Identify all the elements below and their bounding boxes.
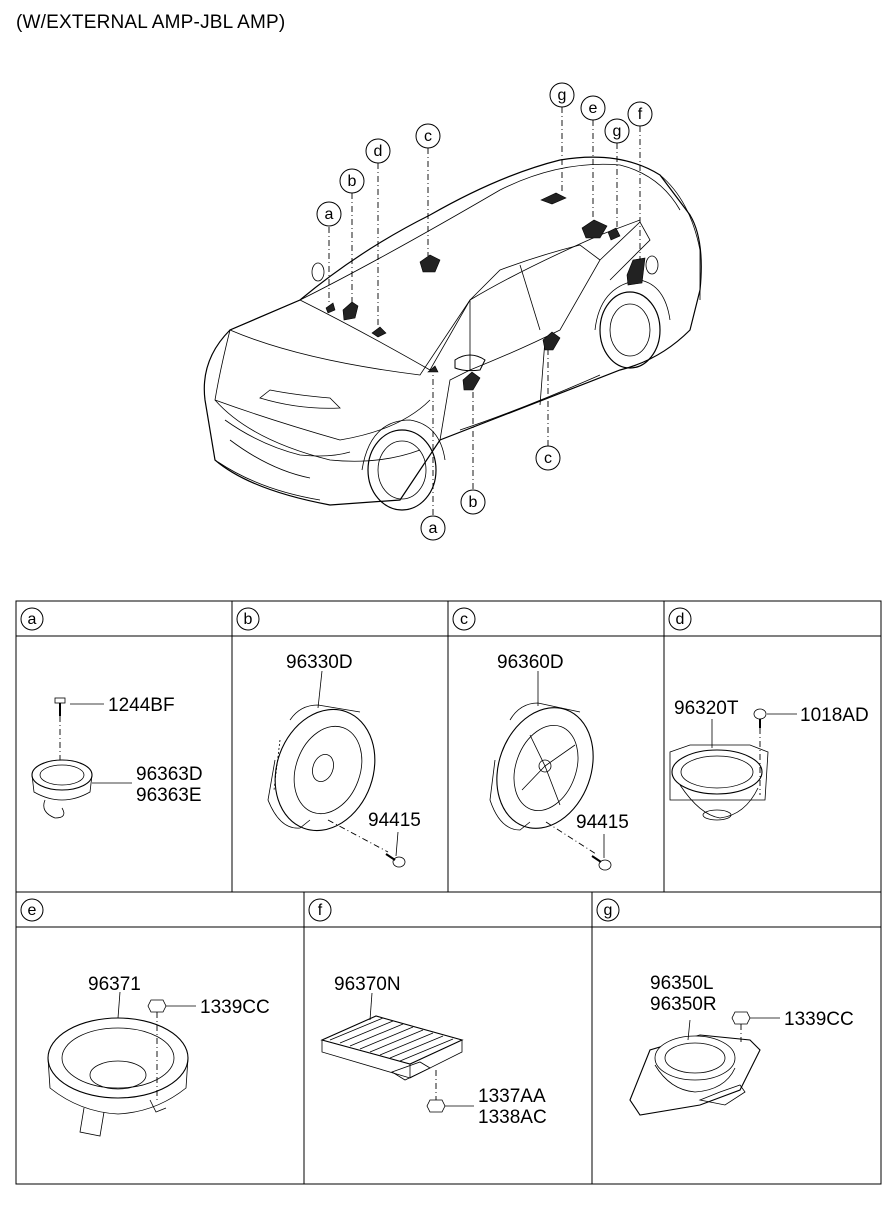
parts-grid [15, 600, 882, 1185]
part-96363E: 96363E [136, 785, 202, 806]
callout-c-top: c [415, 123, 441, 149]
part-1337AA: 1337AA [478, 1086, 546, 1107]
diagram-title: (W/EXTERNAL AMP-JBL AMP) [16, 12, 286, 33]
svg-text:c: c [424, 128, 432, 145]
callout-a-top: a [316, 201, 342, 227]
svg-text:e: e [28, 902, 37, 919]
callout-b-top: b [339, 168, 365, 194]
callout-d: d [365, 138, 391, 164]
svg-text:c: c [544, 450, 552, 467]
svg-text:g: g [558, 87, 567, 104]
svg-text:f: f [638, 106, 643, 123]
part-94415: 94415 [576, 812, 629, 833]
panel-a: 1244BF 96363D 96363E [31, 695, 203, 819]
svg-text:a: a [429, 520, 438, 537]
panel-a-header: a [20, 607, 44, 631]
svg-text:d: d [374, 143, 383, 160]
tweeter-icon [31, 759, 93, 819]
part-96363D: 96363D [136, 764, 203, 785]
part-96350L: 96350L [650, 973, 713, 994]
screw-icon [591, 855, 612, 871]
nut-icon [731, 1011, 751, 1025]
callout-b-bottom: b [460, 489, 486, 515]
part-96350R: 96350R [650, 994, 717, 1015]
svg-text:g: g [613, 123, 622, 140]
screw-icon [753, 708, 767, 728]
panel-headers: a b c d e f g [20, 607, 692, 922]
panel-c-header: c [452, 607, 476, 631]
panel-e-header: e [20, 898, 44, 922]
callout-g-left: g [549, 82, 575, 108]
amplifier-icon [320, 1015, 464, 1081]
panel-f: 96370N 1337AA 1338AC [320, 974, 547, 1128]
svg-text:d: d [676, 611, 685, 628]
part-96371: 96371 [88, 974, 141, 995]
svg-text:a: a [325, 206, 334, 223]
callout-g-right: g [604, 118, 630, 144]
panel-c: 96360D 94415 [489, 652, 629, 871]
screw-icon [54, 697, 66, 716]
part-1338AC: 1338AC [478, 1107, 547, 1128]
overview-callouts: a b d c g e g f c b a [316, 82, 653, 541]
svg-text:a: a [28, 611, 37, 628]
svg-text:c: c [460, 611, 468, 628]
nut-icon [147, 999, 167, 1013]
panel-f-header: f [308, 898, 332, 922]
panel-e: 96371 1339CC [47, 974, 270, 1137]
door-speaker-icon [489, 702, 594, 831]
part-1244BF: 1244BF [108, 695, 175, 716]
svg-text:b: b [469, 494, 478, 511]
panel-g-header: g [596, 898, 620, 922]
svg-text:e: e [589, 100, 598, 117]
callout-e: e [580, 95, 606, 121]
callout-a-bottom: a [420, 515, 446, 541]
part-1339CC: 1339CC [784, 1009, 854, 1030]
part-96370N: 96370N [334, 974, 401, 995]
svg-text:b: b [244, 611, 253, 628]
part-94415: 94415 [368, 810, 421, 831]
callout-f: f [627, 101, 653, 127]
woofer-icon [47, 1017, 189, 1137]
callout-leaders [328, 107, 641, 515]
nut-icon [426, 1099, 446, 1113]
svg-text:b: b [348, 173, 357, 190]
part-96320T: 96320T [674, 698, 739, 719]
dash-speaker-icon [669, 744, 769, 821]
part-1018AD: 1018AD [800, 705, 869, 726]
panel-d: 96320T 1018AD [669, 698, 869, 821]
panel-b-header: b [236, 607, 260, 631]
center-speaker-icon [629, 1034, 761, 1116]
panel-b: 96330D 94415 [267, 652, 421, 868]
part-1339CC: 1339CC [200, 997, 270, 1018]
panel-g: 96350L 96350R 1339CC [629, 973, 854, 1116]
svg-text:g: g [604, 902, 613, 919]
svg-text:f: f [318, 902, 323, 919]
callout-c-bottom: c [535, 445, 561, 471]
part-96330D: 96330D [286, 652, 353, 673]
part-96360D: 96360D [497, 652, 564, 673]
panel-d-header: d [668, 607, 692, 631]
speaker-locations [325, 192, 646, 391]
screw-icon [385, 853, 406, 868]
car-illustration [203, 156, 702, 511]
